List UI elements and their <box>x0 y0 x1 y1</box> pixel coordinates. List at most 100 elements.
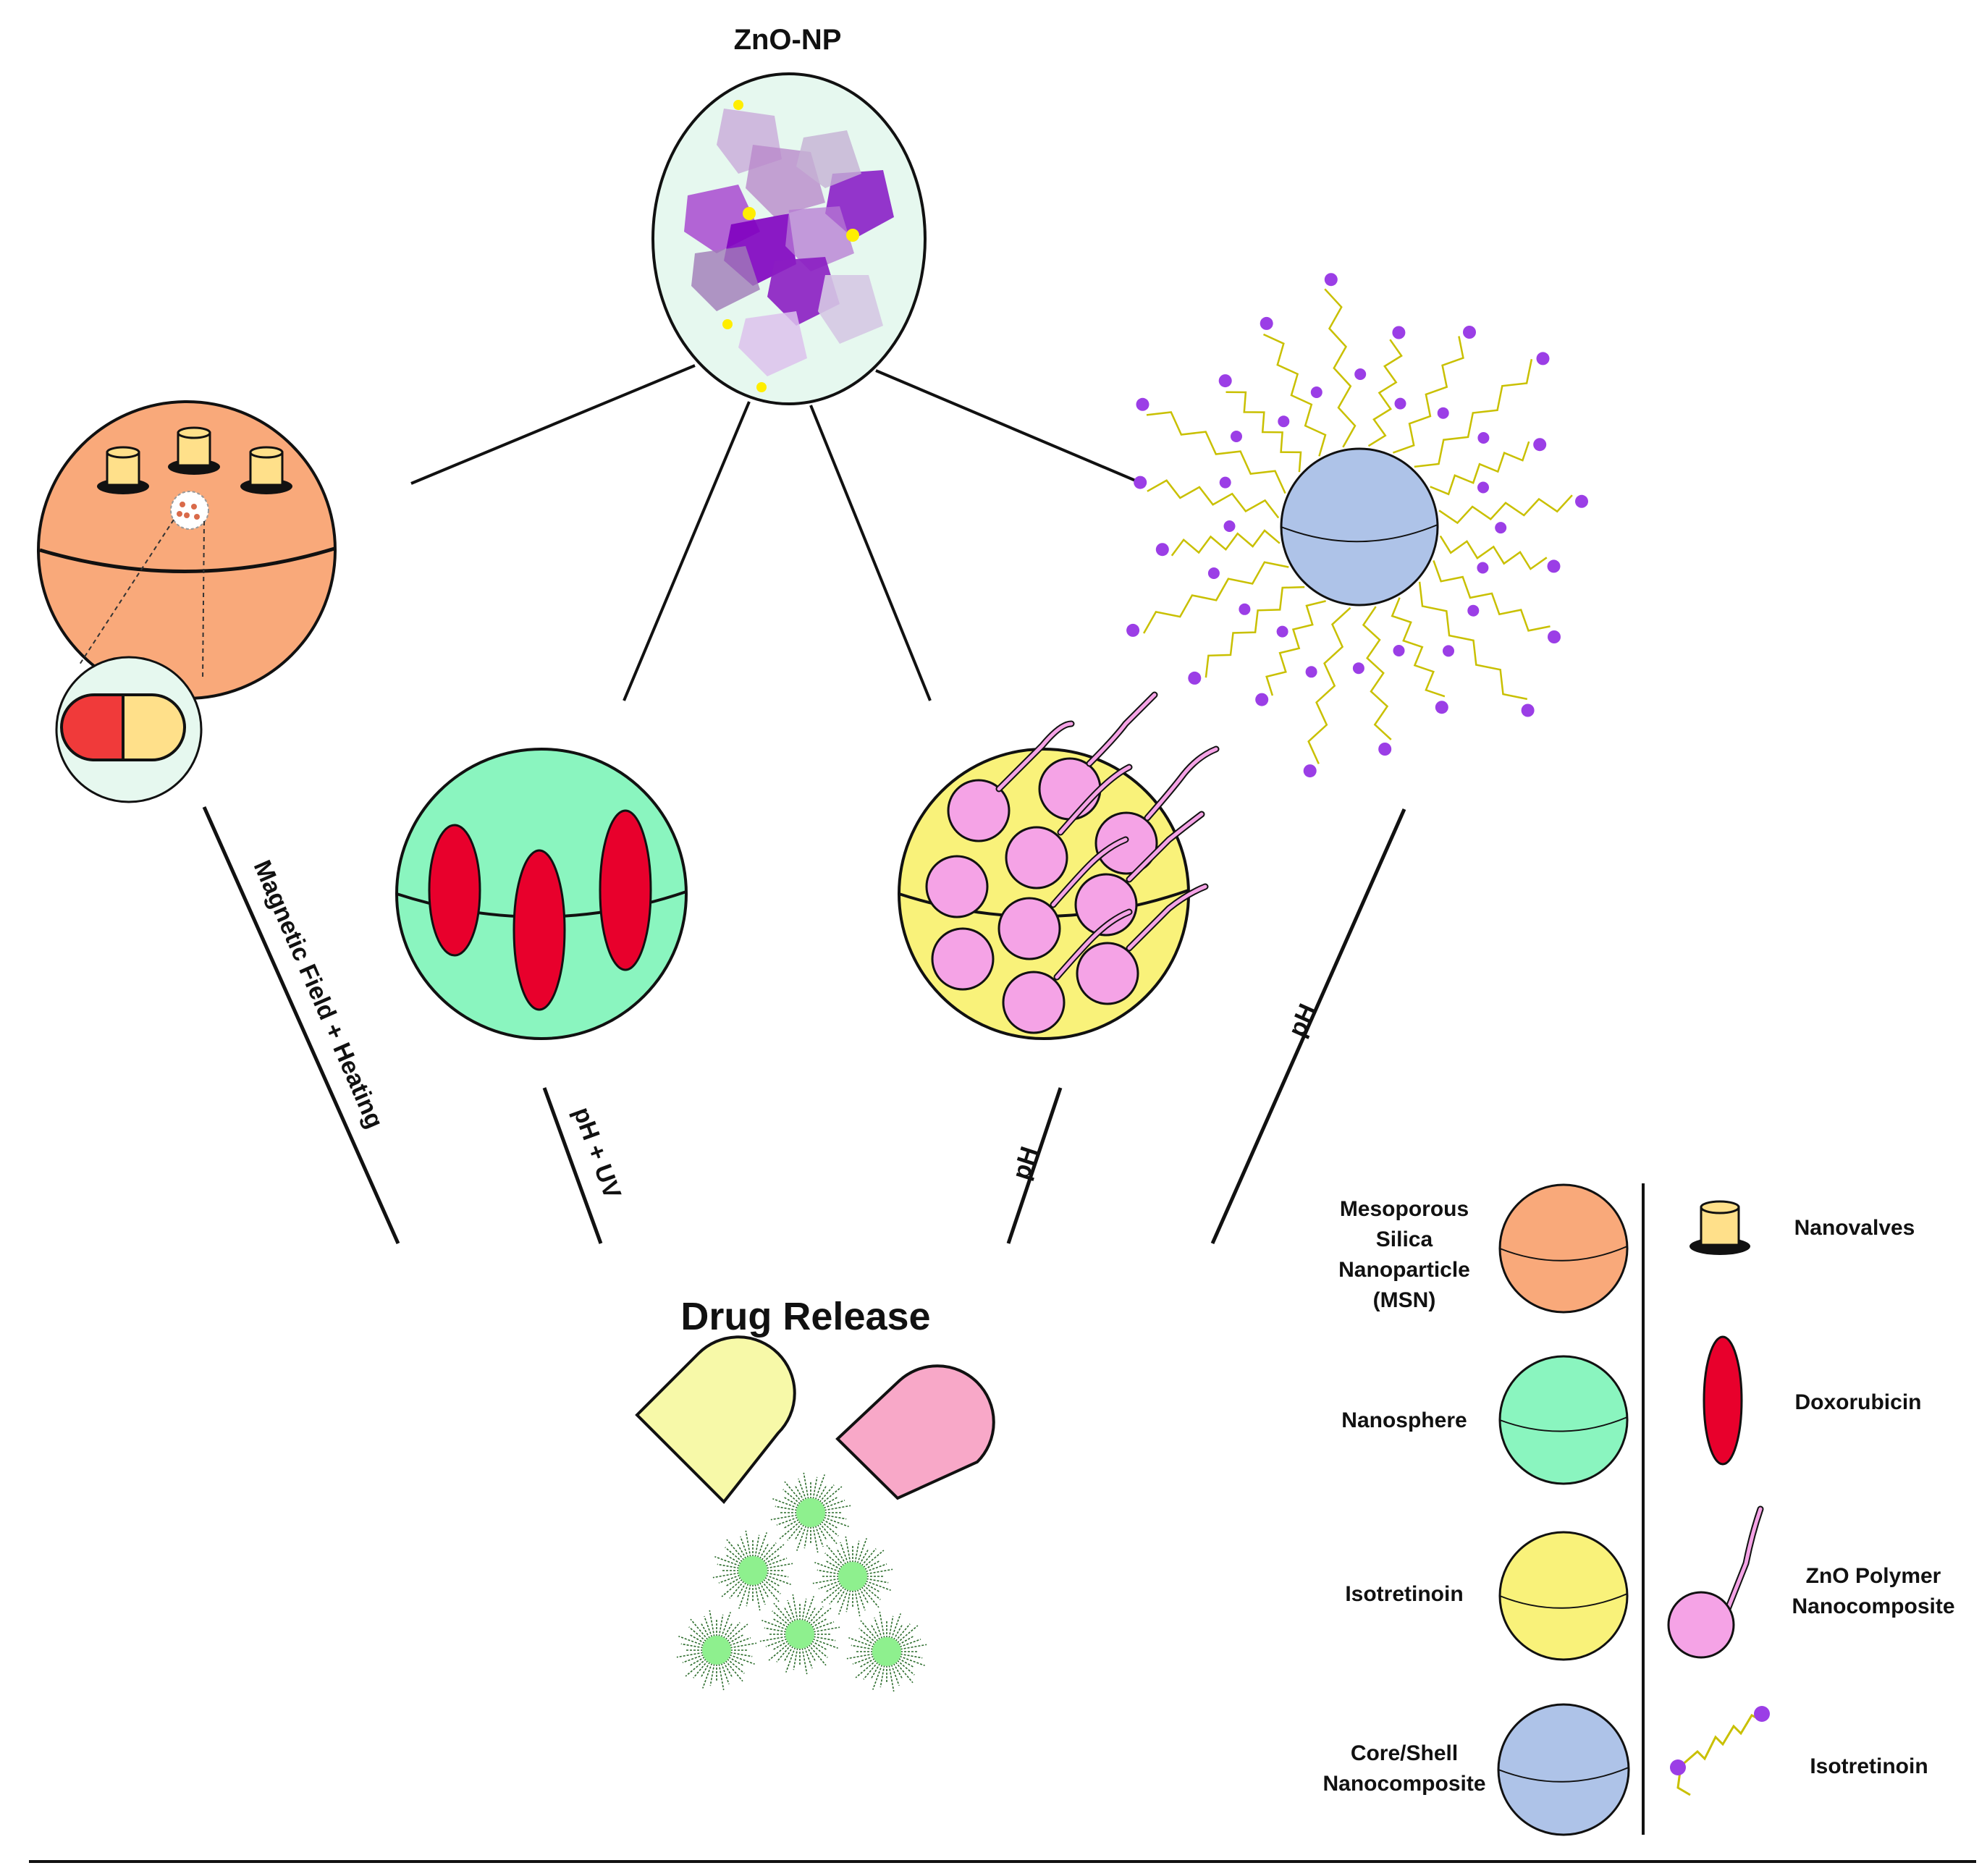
isotretinoin-head <box>1352 662 1364 675</box>
released-drug-particles <box>676 1472 927 1692</box>
isotretinoin-head <box>1495 522 1507 534</box>
drug-particle <box>759 1594 840 1675</box>
nanovalve-icon <box>1689 1200 1750 1255</box>
isotretinoin-chain <box>1146 411 1286 494</box>
isotretinoin-chain <box>1430 441 1530 496</box>
isotretinoin-head <box>1155 543 1169 557</box>
svg-text:Silica: Silica <box>1376 1228 1433 1251</box>
svg-text:Isotretinoin: Isotretinoin <box>1345 1582 1463 1606</box>
isotretinoin-chain <box>1362 606 1392 740</box>
svg-text:Nanosphere: Nanosphere <box>1341 1408 1467 1432</box>
isotretinoin-chain <box>1433 559 1551 632</box>
legend-item-isotretinoin-sphere: Isotretinoin <box>1345 1531 1629 1661</box>
isotretinoin-head <box>1547 559 1561 573</box>
doxorubicin-icon <box>428 824 481 957</box>
isotretinoin-head <box>1278 415 1290 428</box>
isotretinoin-head <box>1260 316 1273 330</box>
isotretinoin-head <box>1219 476 1231 489</box>
isotretinoin-chain <box>1414 358 1533 468</box>
pathway-lines <box>202 806 1406 1245</box>
isotretinoin-head <box>1477 432 1490 444</box>
isotretinoin-head <box>1437 407 1449 419</box>
svg-text:(MSN): (MSN) <box>1373 1288 1436 1312</box>
isotretinoin-head <box>1239 603 1251 615</box>
legend: Mesoporous Silica Nanoparticle (MSN) Nan… <box>1322 1183 1955 1836</box>
isotretinoin-head <box>1392 326 1406 339</box>
isotretinoin-chain <box>1438 494 1573 525</box>
isotretinoin-chain <box>1205 586 1305 678</box>
zno-connector-lines <box>410 364 1143 701</box>
isotretinoin-head <box>1303 764 1317 778</box>
svg-text:Core/Shell: Core/Shell <box>1351 1741 1458 1765</box>
svg-text:Isotretinoin: Isotretinoin <box>1810 1754 1928 1778</box>
isotretinoin-chain <box>1147 479 1280 519</box>
svg-text:Nanovalves: Nanovalves <box>1794 1216 1915 1240</box>
zno-polymer-icon <box>1667 1505 1764 1659</box>
open-capsule-icon <box>635 1335 995 1505</box>
isotretinoin-head <box>1477 481 1489 494</box>
nanovalve-icon <box>97 446 149 494</box>
isotretinoin-head <box>1218 374 1232 388</box>
isotretinoin-head <box>1136 397 1149 411</box>
isotretinoin-head <box>1536 352 1550 366</box>
isotretinoin-chain <box>1262 333 1327 457</box>
isotretinoin-head <box>1463 326 1476 339</box>
legend-item-msn: Mesoporous Silica Nanoparticle (MSN) <box>1338 1183 1629 1314</box>
legend-item-doxorubicin: Doxorubicin <box>1703 1335 1922 1466</box>
isotretinoin-head <box>1134 476 1147 489</box>
drug-particle <box>770 1472 851 1553</box>
core-shell-carrier <box>1126 273 1588 778</box>
isotretinoin-chain <box>1225 391 1302 473</box>
isotretinoin-head <box>1393 645 1405 656</box>
doxorubicin-icon <box>512 849 566 1011</box>
svg-text:Nanocomposite: Nanocomposite <box>1792 1594 1954 1618</box>
drug-particle <box>846 1611 927 1692</box>
svg-text:ZnO Polymer: ZnO Polymer <box>1806 1564 1941 1588</box>
isotretinoin-chain <box>1265 600 1326 696</box>
svg-text:Doxorubicin: Doxorubicin <box>1794 1390 1921 1414</box>
doxorubicin-icon <box>1703 1335 1743 1466</box>
nanovalve-icon <box>240 446 292 494</box>
isotretinoin-carrier <box>898 691 1220 1040</box>
doxorubicin-icon <box>599 809 652 971</box>
isotretinoin-chain <box>1391 597 1446 698</box>
isotretinoin-head <box>1378 743 1392 756</box>
zno-np-title: ZnO-NP <box>734 24 842 56</box>
isotretinoin-chain <box>1170 529 1281 557</box>
isotretinoin-head <box>1324 273 1338 287</box>
isotretinoin-head <box>1255 693 1269 706</box>
isotretinoin-head <box>1575 494 1588 508</box>
isotretinoin-chain <box>1324 288 1357 448</box>
isotretinoin-head <box>1305 666 1317 678</box>
isotretinoin-chain <box>1367 339 1403 447</box>
isotretinoin-head <box>1310 386 1322 398</box>
drug-particle <box>676 1610 757 1691</box>
svg-text:Nanoparticle: Nanoparticle <box>1338 1258 1470 1282</box>
isotretinoin-head <box>1207 567 1220 579</box>
isotretinoin-head <box>1467 604 1480 617</box>
isotretinoin-chain <box>1143 561 1289 634</box>
isotretinoin-head <box>1435 701 1448 714</box>
legend-item-nanosphere: Nanosphere <box>1341 1355 1629 1485</box>
isotretinoin-head <box>1126 623 1140 637</box>
svg-text:Mesoporous: Mesoporous <box>1340 1197 1469 1221</box>
legend-item-isotretinoin-chain: Isotretinoin <box>1670 1706 1928 1796</box>
drug-particle <box>812 1536 893 1617</box>
isotretinoin-head <box>1477 562 1489 574</box>
isotretinoin-chain-icon <box>1670 1706 1770 1796</box>
nanovalve-icon <box>168 426 220 475</box>
isotretinoin-head <box>1223 520 1236 532</box>
isotretinoin-head <box>1533 438 1547 452</box>
capsule-icon <box>60 693 186 761</box>
legend-item-zno-polymer: ZnO Polymer Nanocomposite <box>1667 1505 1955 1659</box>
drug-release-label: Drug Release <box>680 1295 930 1338</box>
isotretinoin-chain <box>1307 607 1351 764</box>
pathway-label-magnetic: Magnetic Field + Heating <box>248 856 389 1133</box>
isotretinoin-head <box>1443 645 1454 657</box>
svg-text:Nanocomposite: Nanocomposite <box>1322 1772 1485 1796</box>
isotretinoin-chain <box>1418 581 1528 701</box>
legend-item-core-shell: Core/Shell Nanocomposite <box>1322 1703 1630 1836</box>
nanosphere-carrier <box>395 748 688 1040</box>
legend-item-nanovalves: Nanovalves <box>1689 1200 1915 1255</box>
isotretinoin-head <box>1394 397 1406 410</box>
